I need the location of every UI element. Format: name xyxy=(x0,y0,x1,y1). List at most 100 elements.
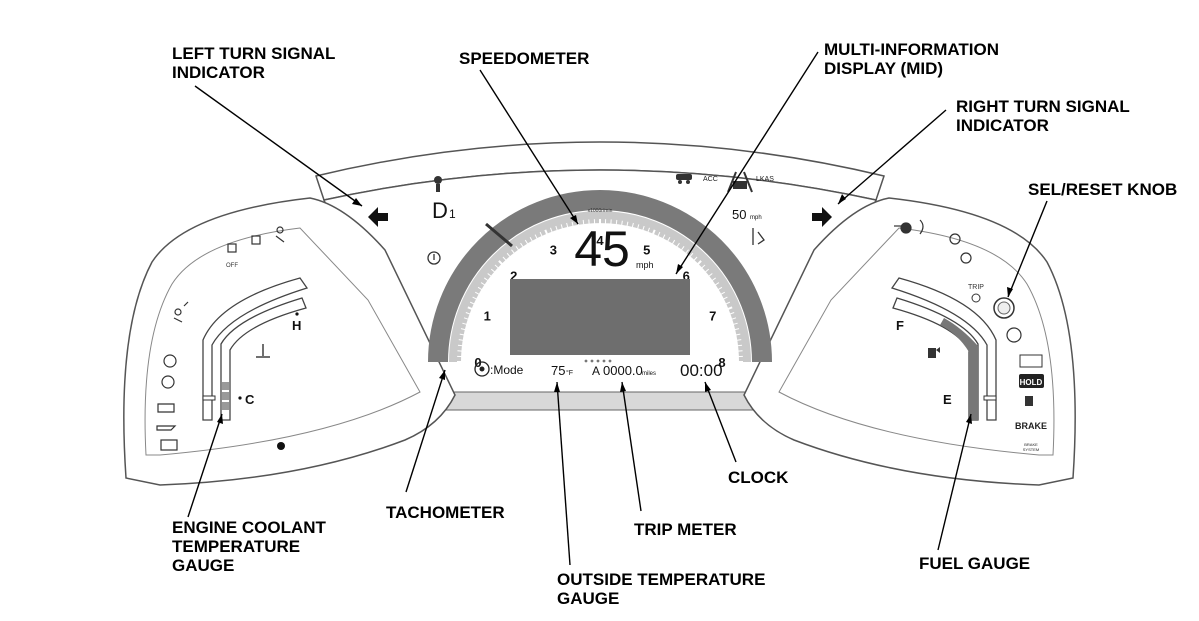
tachometer-tick xyxy=(460,328,467,331)
callout-speedometer: SPEEDOMETER xyxy=(459,49,590,68)
oil-pressure-icon xyxy=(156,425,177,431)
leader-outside-temp xyxy=(556,381,571,566)
tachometer-tick xyxy=(550,227,554,234)
tachometer-tick xyxy=(465,312,472,316)
gear-letter: D xyxy=(432,198,448,223)
tachometer-tick xyxy=(641,225,645,232)
tachometer-tick xyxy=(506,252,512,259)
right-pod-inner xyxy=(778,227,1055,456)
callout-left-turn-signal: LEFT TURN SIGNAL INDICATOR xyxy=(172,44,336,82)
seatbelt-icon xyxy=(275,226,285,243)
coolant-level-fill xyxy=(222,382,229,410)
tachometer-tick-label: 7 xyxy=(709,308,716,323)
gear-sub: 1 xyxy=(449,207,456,221)
leader-trip-meter xyxy=(621,381,642,512)
tachometer-tick xyxy=(544,229,552,243)
tachometer-tick xyxy=(487,273,493,278)
tachometer-tick-label: 3 xyxy=(550,242,557,257)
callout-right-turn-signal: RIGHT TURN SIGNAL INDICATOR xyxy=(956,97,1130,135)
tpms-icon xyxy=(427,251,441,265)
tachometer-tick-label: 2 xyxy=(510,269,517,284)
tachometer-tick xyxy=(477,286,484,291)
left-turn-arrow-icon xyxy=(368,207,388,227)
headlight-icon xyxy=(894,222,912,234)
vsa-icon xyxy=(251,235,261,245)
leader-arrowheads xyxy=(217,194,1013,424)
leader-right-turn xyxy=(837,109,947,205)
callout-tachometer: TACHOMETER xyxy=(386,503,505,522)
tachometer-tick xyxy=(529,236,534,243)
sel-reset-knob[interactable] xyxy=(993,297,1015,319)
tachometer-tick xyxy=(534,234,539,241)
leader-mid xyxy=(675,51,819,275)
tachometer-needle xyxy=(485,222,513,248)
seatbelt-passenger-icon xyxy=(752,228,765,245)
right-indicator-icons xyxy=(894,219,1022,343)
tachometer-tick xyxy=(458,339,465,342)
cluster-bottom-bezel xyxy=(409,391,791,411)
trip-prefix: A xyxy=(592,364,600,378)
tachometer-tick xyxy=(555,225,559,232)
tachometer-tick xyxy=(631,222,634,229)
tachometer-tick xyxy=(684,249,689,255)
coolant-cold-dot xyxy=(238,396,242,400)
leader-coolant xyxy=(187,413,223,518)
callout-engine-coolant: ENGINE COOLANT TEMPERATURE GAUGE xyxy=(172,518,326,575)
tachometer-tick xyxy=(571,221,574,228)
tachometer-tick xyxy=(520,242,525,249)
coolant-cold-label: C xyxy=(245,392,255,407)
tachometer-tick xyxy=(474,291,481,296)
brake-hold-indicator xyxy=(1019,354,1043,368)
trip-knob-label: TRIP xyxy=(968,284,984,291)
tachometer-tick xyxy=(707,273,713,278)
fuel-needle-marker xyxy=(983,395,997,401)
tachometer-tick xyxy=(716,286,723,291)
tachometer-tick xyxy=(462,322,469,326)
hold-label: HOLD xyxy=(1020,378,1043,387)
leader-left-turn xyxy=(194,85,363,207)
low-fuel-icon xyxy=(1025,396,1033,406)
tachometer-tick xyxy=(735,344,743,347)
tachometer-tick xyxy=(524,239,529,246)
tachometer-tick xyxy=(719,306,733,314)
battery-icon xyxy=(160,439,178,451)
tachometer-tick xyxy=(733,328,740,331)
trip-knob-small-icon xyxy=(971,293,981,303)
abs-icon xyxy=(1006,327,1022,343)
tachometer-tick xyxy=(691,260,702,271)
acc-car-icon xyxy=(676,174,692,184)
fuel-full-label: F xyxy=(896,318,904,333)
tachometer-tick xyxy=(680,246,685,252)
coolant-hot-label: H xyxy=(292,318,301,333)
fog-light-icon xyxy=(919,219,924,235)
auto-high-beam-icon xyxy=(949,233,961,245)
callout-fuel-gauge: FUEL GAUGE xyxy=(919,554,1031,573)
acc-label: ACC xyxy=(703,176,718,183)
tachometer-tick xyxy=(656,231,661,238)
tachometer-tick xyxy=(490,268,497,274)
tachometer-tick xyxy=(661,234,666,241)
right-turn-arrow-icon xyxy=(812,207,832,227)
lane-icon xyxy=(727,171,753,193)
leader-lines xyxy=(187,51,1048,566)
leader-sel-reset xyxy=(1007,200,1048,298)
check-engine-icon xyxy=(157,403,175,413)
tachometer-tick xyxy=(457,344,465,347)
tachometer-tick-label: 4 xyxy=(596,233,604,248)
callout-trip-meter: TRIP METER xyxy=(634,520,737,539)
tachometer-tick xyxy=(713,282,720,287)
tachometer-tick xyxy=(646,227,650,234)
tachometer-tick-label: 5 xyxy=(643,242,650,257)
tachometer-tick xyxy=(463,317,470,321)
tachometer-tick xyxy=(703,268,710,274)
brake-warning-icon xyxy=(161,375,175,389)
tachometer-tick xyxy=(484,277,490,282)
leader-tachometer xyxy=(405,369,446,493)
tachometer-tick xyxy=(724,301,731,306)
tachometer-tick xyxy=(480,282,487,287)
brake-label: BRAKE xyxy=(1015,421,1047,431)
speed-value: 45 xyxy=(574,221,630,277)
speed-unit: mph xyxy=(636,260,654,270)
tachometer-tick xyxy=(688,252,694,259)
